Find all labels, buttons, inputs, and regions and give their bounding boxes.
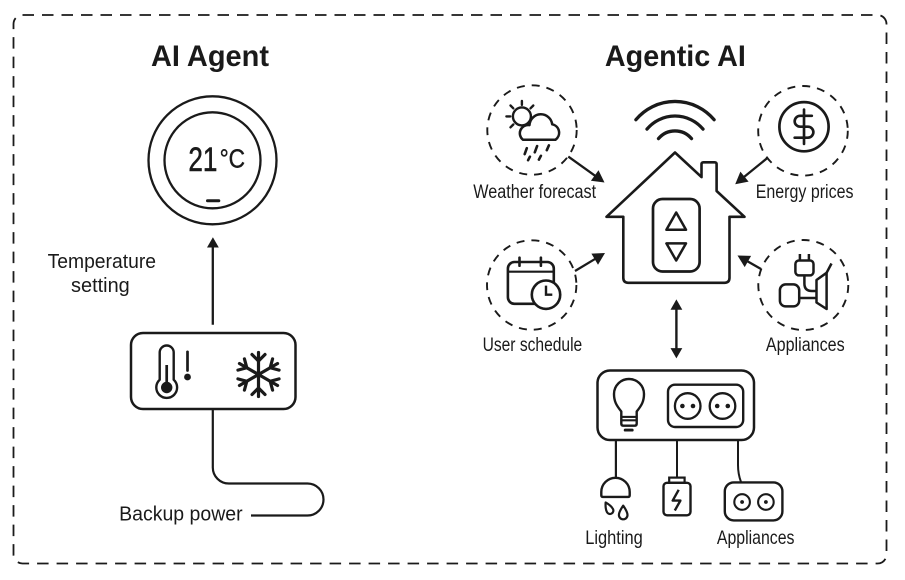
svg-text:User schedule: User schedule — [483, 335, 583, 356]
svg-text:Lighting: Lighting — [585, 527, 643, 549]
svg-text:°C: °C — [220, 144, 246, 174]
svg-text:Backup power: Backup power — [119, 503, 243, 525]
svg-text:setting: setting — [71, 275, 130, 297]
svg-text:Temperature: Temperature — [48, 251, 156, 273]
svg-text:Weather forecast: Weather forecast — [473, 182, 596, 203]
svg-text:Appliances: Appliances — [717, 527, 795, 549]
svg-text:AI Agent: AI Agent — [151, 40, 269, 73]
svg-text:Energy prices: Energy prices — [756, 182, 854, 203]
svg-text:Agentic AI: Agentic AI — [605, 40, 746, 73]
svg-text:Appliances: Appliances — [766, 335, 845, 356]
svg-text:21: 21 — [188, 141, 217, 179]
